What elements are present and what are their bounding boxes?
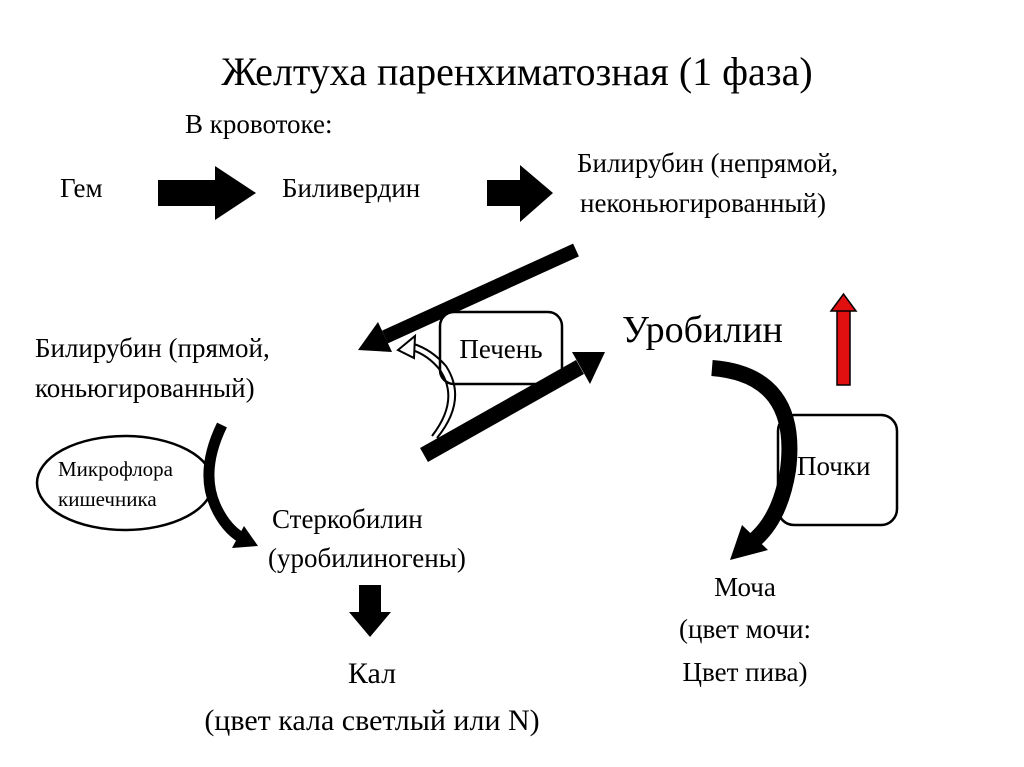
node-urine-line3: Цвет пива): [683, 657, 808, 687]
arrow-heme-to-biliverdin: [158, 166, 256, 220]
node-indirect-bilirubin-line1: Билирубин (непрямой,: [577, 148, 838, 178]
node-direct-bilirubin-line2: коньюгированный): [35, 373, 255, 403]
arrow-to-urobilin: [420, 352, 605, 462]
increase-arrow-icon: [829, 292, 858, 386]
node-urine-line1: Моча: [714, 572, 776, 602]
liver-box: [438, 310, 564, 386]
arrow-to-feces: [349, 585, 391, 637]
arrow-biliverdin-to-bilirubin: [487, 165, 553, 222]
node-indirect-bilirubin-line2: неконьюгированный): [580, 188, 826, 218]
node-direct-bilirubin-line1: Билирубин (прямой,: [35, 333, 270, 363]
diagram-title: Желтуха паренхиматозная (1 фаза): [221, 49, 812, 94]
node-urobilin: Уробилин: [622, 309, 783, 351]
outline-curved-arrow: [396, 333, 457, 439]
curved-arrow-to-stercobilin: [203, 422, 258, 548]
node-microflora-line1: Микрофлора: [58, 457, 174, 481]
node-biliverdin: Биливердин: [282, 173, 420, 203]
node-liver: Печень: [459, 334, 542, 364]
arrow-to-direct-bilirubin: [358, 243, 579, 352]
node-kidneys: Почки: [797, 451, 870, 481]
node-stercobilin-line2: (уробилиногены): [268, 543, 466, 573]
node-urine-line2: (цвет мочи:: [679, 614, 811, 644]
node-feces-line2: (цвет кала светлый или N): [204, 704, 539, 737]
kidneys-box: [776, 413, 899, 527]
microflora-ellipse: [35, 434, 215, 532]
node-stercobilin-line1: Стеркобилин: [272, 504, 423, 534]
node-microflora-line2: кишечника: [58, 487, 157, 511]
node-heme: Гем: [60, 173, 103, 203]
bloodstream-label: В кровотоке:: [185, 109, 332, 139]
curved-arrow-to-urine: [711, 360, 798, 560]
node-feces-line1: Кал: [348, 657, 396, 690]
